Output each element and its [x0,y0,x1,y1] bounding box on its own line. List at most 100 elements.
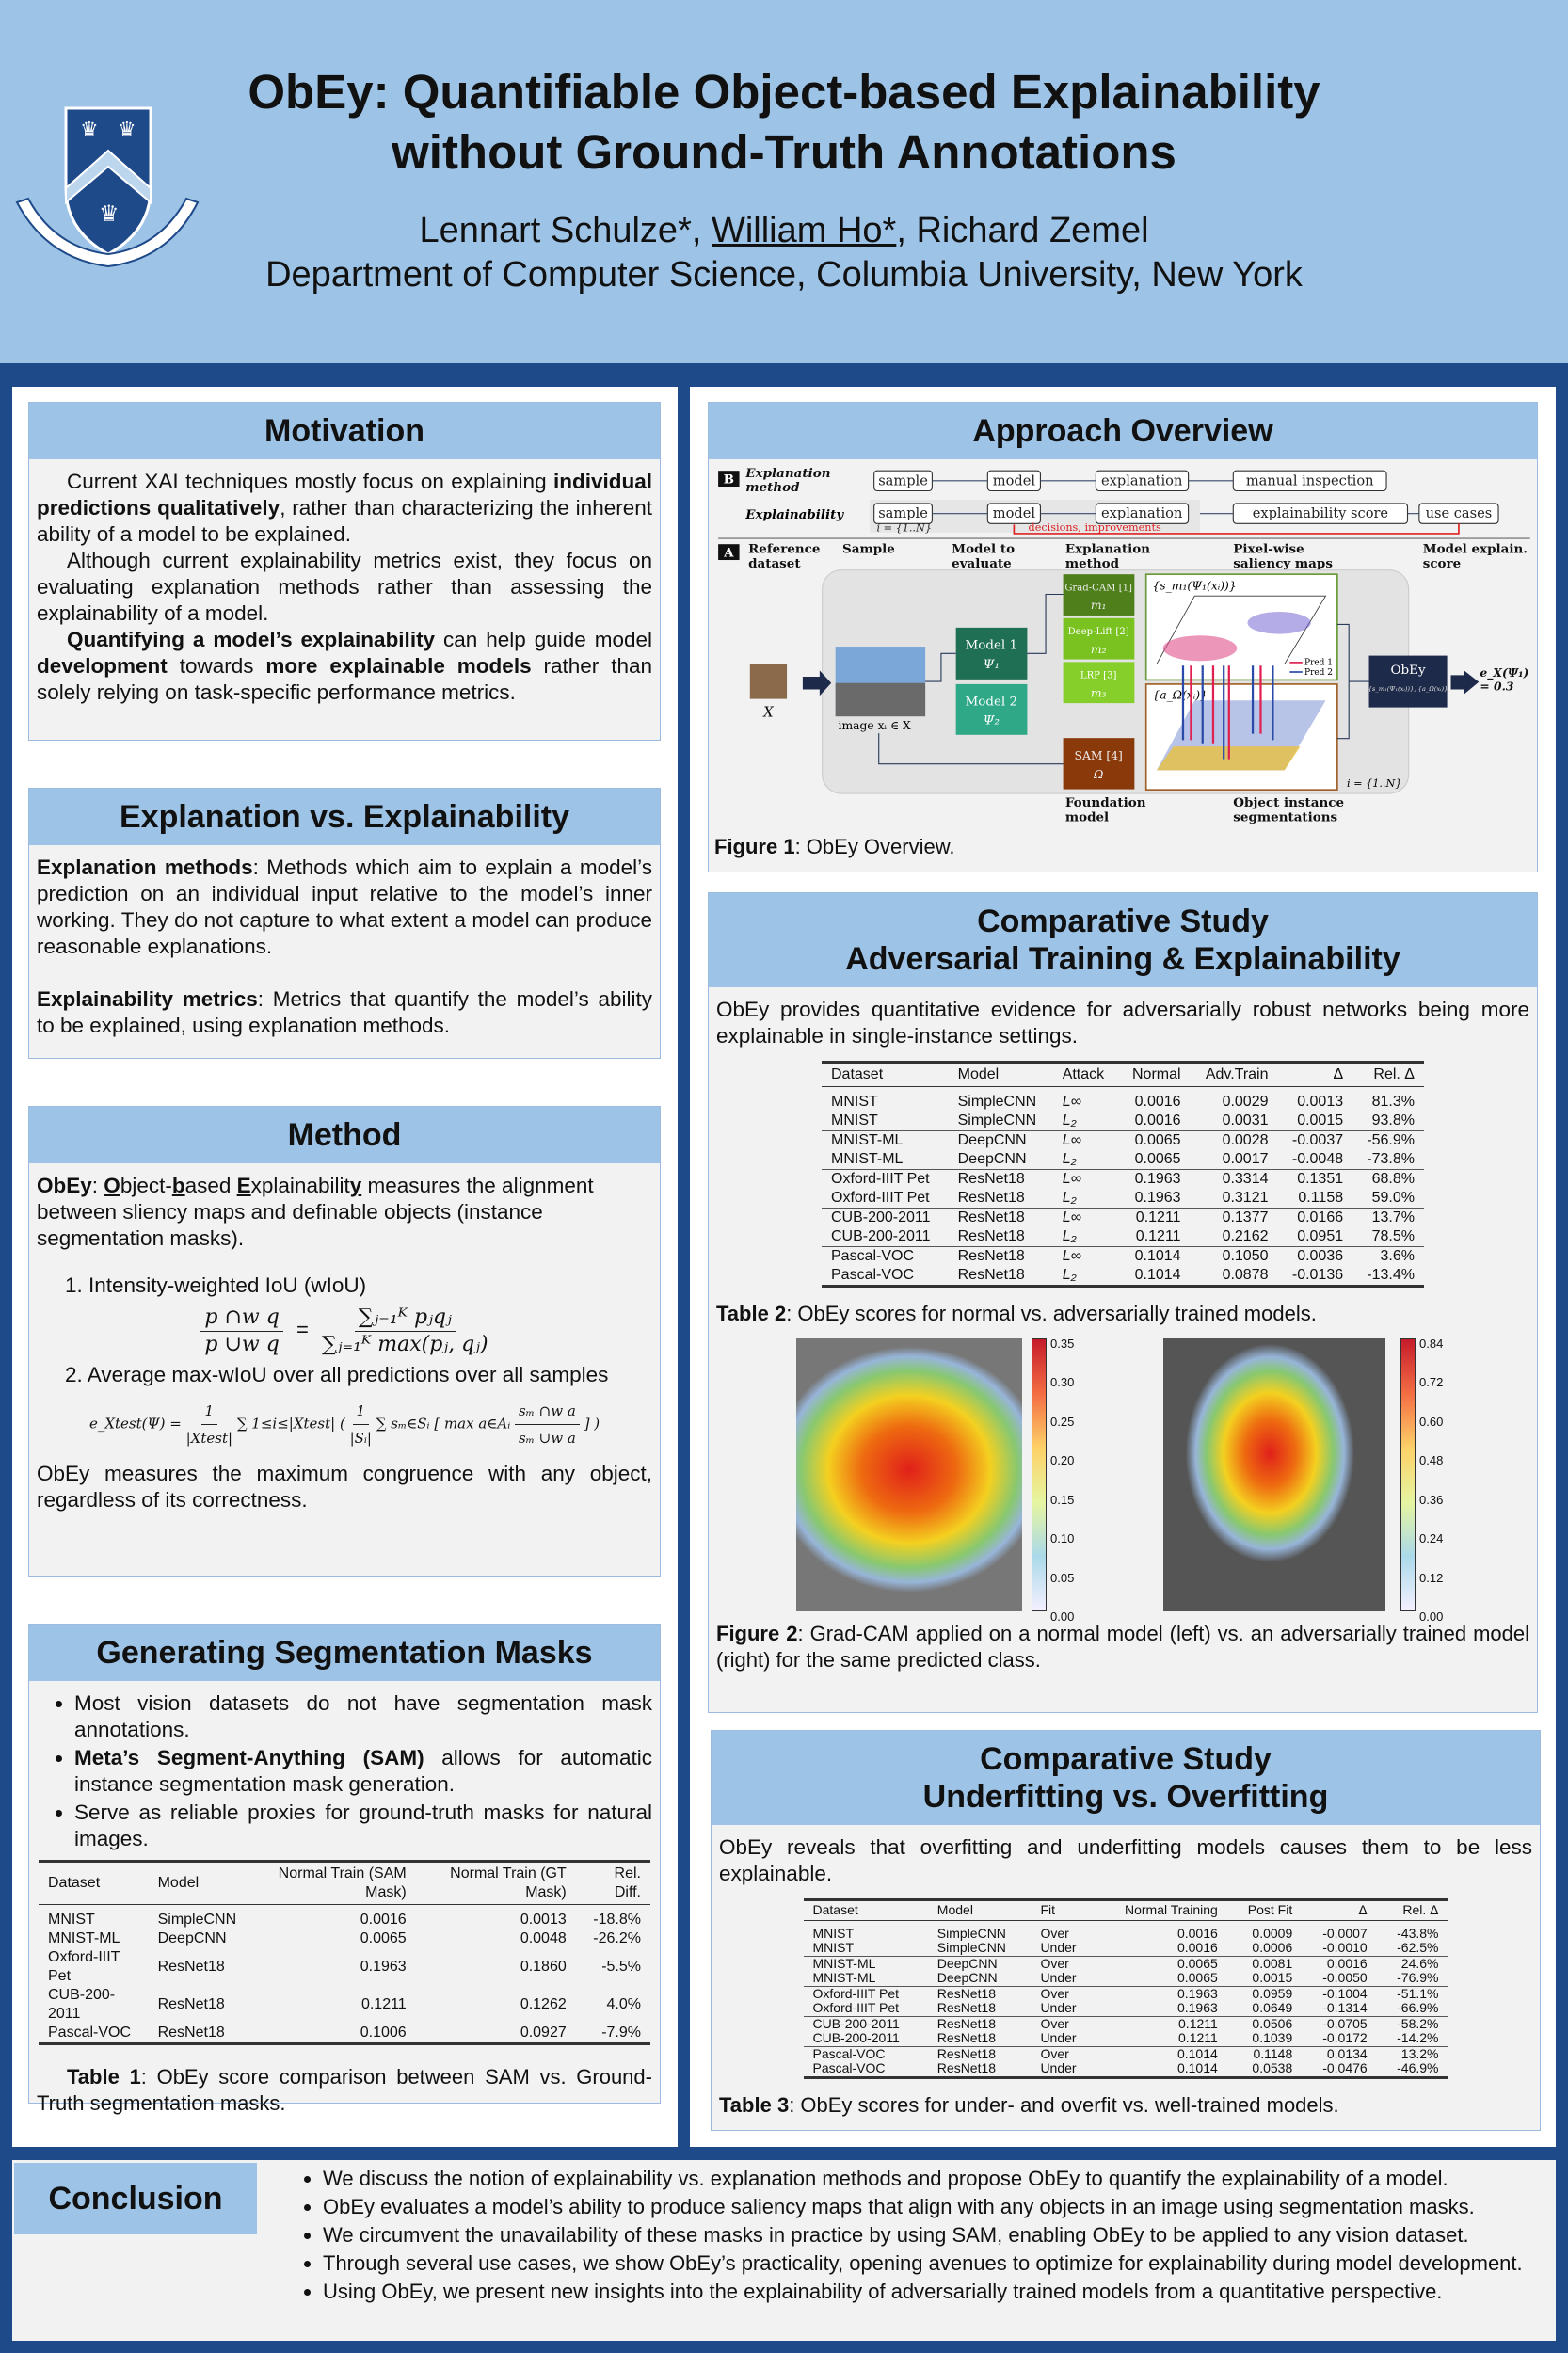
column-header: Model [148,1860,247,1905]
figure-label: Ω [1093,768,1103,781]
poster-header: ♛♛♛ ObEy: Quantifiable Object-based Expl… [0,0,1568,363]
table-cell: 4.0% [606,1996,641,2012]
colorbar-tick-label: 0.10 [1050,1531,1075,1546]
table-cell: 0.1211 [1117,1208,1191,1227]
column-header: Δ [1302,1898,1377,1921]
conclusion-bullet: Using ObEy, we present new insights into… [323,2279,1551,2305]
table-cell: ResNet18 [948,1169,1053,1189]
table-cell: ResNet18 [936,2030,997,2045]
column-header: Dataset [803,1898,928,1921]
table-cell: MNIST [831,1112,878,1128]
author-list: Lennart Schulze*, William Ho*, Richard Z… [419,211,1149,250]
table-cell: 0.0065 [360,1930,407,1946]
text-segment: xplainabilit [250,1174,350,1197]
table-cell: 0.0013 [520,1912,567,1928]
text-segment: Serve as reliable proxies for ground-tru… [74,1801,652,1850]
figure-label: Pred 1 [1304,659,1333,668]
text-segment: towards [167,654,266,678]
table-cell: MNIST-ML [822,1130,949,1150]
table-cell: -13.4% [1352,1266,1424,1288]
text-segment: , rather than characterizing the inheren… [37,496,652,546]
table-cell: 0.1963 [1176,2000,1218,2015]
table-cell: 0.2162 [1222,1228,1269,1244]
table-cell: Over [1031,2015,1096,2031]
table-cell: 0.0649 [1252,2000,1293,2015]
section-title: Approach Overview [709,403,1537,459]
table-cell: DeepCNN [936,1970,998,1985]
method-outro: ObEy measures the maximum congruence wit… [37,1462,652,1512]
table-cell: 0.0166 [1277,1208,1353,1227]
column-header: Dataset [822,1061,949,1087]
section-title: Method [29,1107,660,1163]
table-cell: 0.0016 [1176,1925,1218,1941]
table-cell: 0.0013 [1297,1094,1344,1110]
table-cell: -0.1004 [1302,1985,1377,2001]
text-segment: Meta’s Segment-Anything (SAM) [74,1746,424,1769]
figure-label: SAM [4] [1075,749,1123,762]
table-cell: 0.1050 [1190,1246,1278,1266]
table-cell: 0.1963 [1117,1169,1191,1189]
table-cell: 0.1014 [1117,1246,1191,1266]
table-cell: ResNet18 [948,1246,1053,1266]
table-cell: -0.0007 [1322,1925,1368,1941]
table-cell: L∞ [1062,1094,1081,1110]
figure-label: Reference dataset [748,541,821,571]
table-cell: L∞ [1052,1246,1118,1266]
table-cell: -7.9% [575,2024,650,2045]
table-cell: SimpleCNN [957,1112,1037,1128]
figure-label: Object instance segmentations [1233,794,1345,824]
table-cell: -0.0705 [1302,2015,1377,2031]
table-cell: 81.3% [1371,1094,1415,1110]
table-cell: -58.2% [1376,2015,1448,2031]
table-cell: 0.0016 [1134,1112,1181,1128]
section-title: Motivation [29,403,660,459]
method-section: Method ObEy: Object-based Explainability… [28,1106,661,1577]
column-header: Model [948,1061,1053,1087]
table-cell: L₂ [1052,1266,1118,1288]
figure-label: Pixel-wise saliency maps [1233,541,1333,571]
figure-label: sample [878,505,928,521]
table-cell: -18.8% [593,1912,641,1928]
fit-intro: ObEy reveals that overfitting and underf… [719,1835,1532,1885]
table-cell: Over [1031,1985,1096,2001]
figure-label: explainability score [1253,505,1388,521]
motivation-body: Current XAI techniques mostly focus on e… [29,459,660,715]
table-cell: 0.0065 [1117,1130,1191,1150]
table-cell: Under [1031,2060,1096,2079]
table-cell: MNIST [812,1940,855,1955]
text-segment: Although current explainability metrics … [37,549,652,625]
colorbar-tick-label: 0.84 [1419,1337,1444,1351]
table-cell: ResNet18 [957,1228,1025,1244]
table-cell: 0.0006 [1252,1940,1293,1955]
table-cell: 68.8% [1352,1169,1424,1189]
method-step-2: 2. Average max-wIoU over all predictions… [65,1363,609,1386]
figure-label: sample [878,472,928,488]
table-cell: ResNet18 [936,2000,997,2015]
colorbar-left [1032,1338,1047,1611]
table-cell: 0.0016 [360,1912,407,1928]
table-cell: Oxford-IIIT Pet [803,1985,928,2001]
table-3-caption: : ObEy scores for under- and overfit vs.… [789,2092,1339,2117]
text-segment: Most vision datasets do not have segment… [74,1691,652,1741]
table-cell: 0.1262 [520,1996,567,2012]
figure-label: X [762,705,774,721]
table-cell: ResNet18 [948,1208,1053,1227]
bullet-item: Meta’s Segment-Anything (SAM) allows for… [74,1745,652,1798]
figure-label: m₂ [1091,643,1107,656]
figure-1-diagram: B Explanation method Explainability samp… [718,466,1530,824]
svg-text:♛: ♛ [80,118,99,141]
text-segment: E [236,1174,251,1197]
table-cell: 59.0% [1371,1190,1415,1206]
